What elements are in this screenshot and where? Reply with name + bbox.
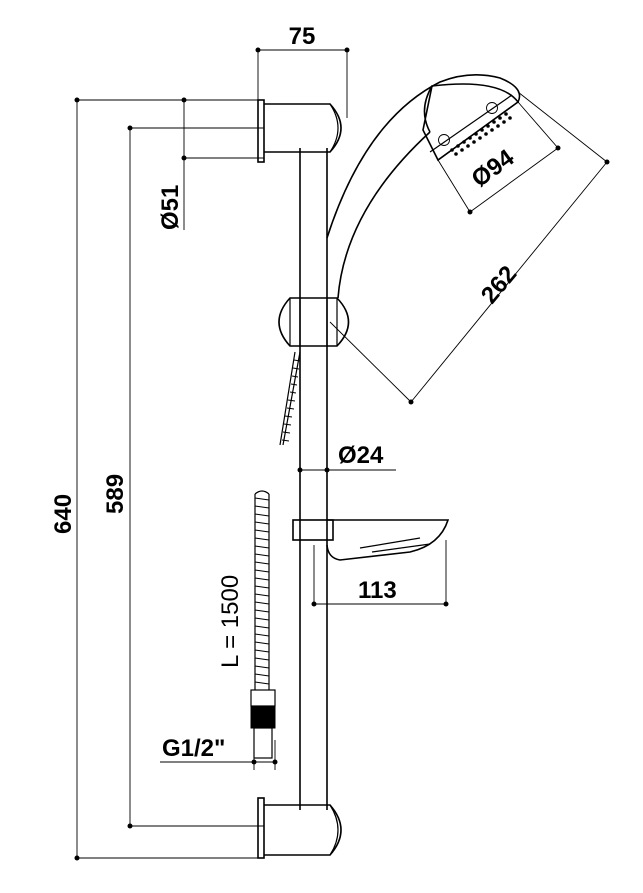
sliding-holder (278, 297, 350, 347)
top-wall-bracket (257, 99, 342, 163)
slide-bar (299, 148, 328, 810)
dimension-label-bracket-diameter: Ø51 (157, 185, 184, 230)
dimension-label-bar-diameter: Ø24 (338, 442, 384, 469)
dimension-label-shower-head-diameter: Ø94 (467, 144, 520, 193)
hose-upper-fragment (279, 351, 301, 446)
hand-shower (326, 74, 521, 299)
dimension-label-top-width: 75 (289, 23, 316, 50)
dimension-label-thread: G1/2" (162, 735, 225, 762)
bottom-wall-bracket (257, 797, 342, 859)
dimension-label-fixing-distance: 589 (102, 474, 129, 514)
dimension-label-total-height: 640 (50, 494, 77, 534)
dimension-lines (74, 47, 610, 861)
dimension-label-handle-length: 262 (476, 261, 522, 309)
soap-dish (292, 519, 450, 561)
hose (250, 490, 276, 759)
dimension-label-hose-length: L = 1500 (217, 575, 244, 668)
dimension-label-soap-dish-depth: 113 (358, 577, 397, 604)
